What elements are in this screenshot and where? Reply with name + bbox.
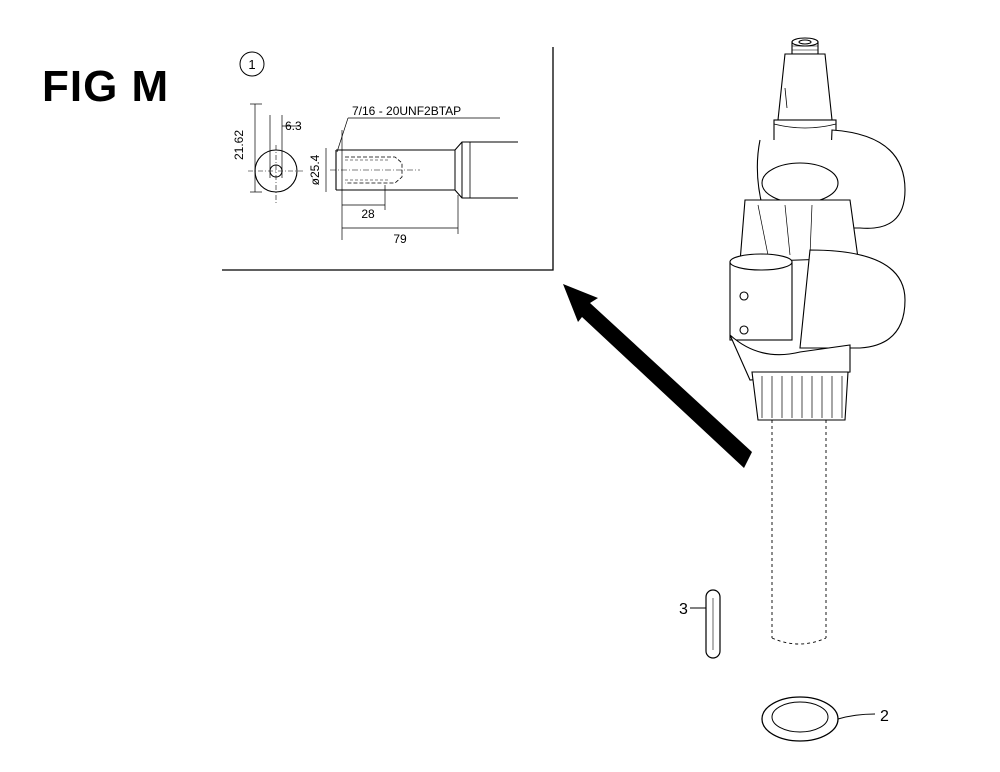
dim-diameter: ø25.4 xyxy=(308,154,322,185)
detail-pointer-arrow xyxy=(563,284,752,468)
shaft-end-view: 21.62 6.3 xyxy=(232,103,305,205)
crank-base xyxy=(729,334,851,381)
lower-shaft xyxy=(771,420,827,638)
part-3-number: 3 xyxy=(679,601,688,618)
dim-height: 21.62 xyxy=(232,130,246,160)
crankshaft xyxy=(729,37,906,645)
part-3-key: 3 xyxy=(679,589,721,659)
detail-number-circle xyxy=(239,51,265,77)
part-2-number: 2 xyxy=(880,708,889,725)
timing-gear xyxy=(751,371,849,421)
part-2-washer: 2 xyxy=(761,696,889,742)
crank-pin xyxy=(729,261,793,341)
inset-border xyxy=(222,47,554,271)
thread-spec: 7/16 - 20UNF2BTAP xyxy=(352,104,461,118)
detail-inset: 1 21.62 6.3 xyxy=(222,47,554,271)
detail-number: 1 xyxy=(248,57,255,72)
dim-length: 79 xyxy=(393,232,407,246)
dim-key-width: 6.3 xyxy=(285,119,302,133)
figure-title: FIG M xyxy=(42,62,170,111)
shaft-taper xyxy=(777,53,833,121)
dim-tap-depth: 28 xyxy=(361,207,375,221)
counterweight-lower xyxy=(799,249,906,349)
crank-flange xyxy=(761,162,839,204)
shaft-side-view: 7/16 - 20UNF2BTAP ø25.4 28 79 xyxy=(308,104,518,246)
